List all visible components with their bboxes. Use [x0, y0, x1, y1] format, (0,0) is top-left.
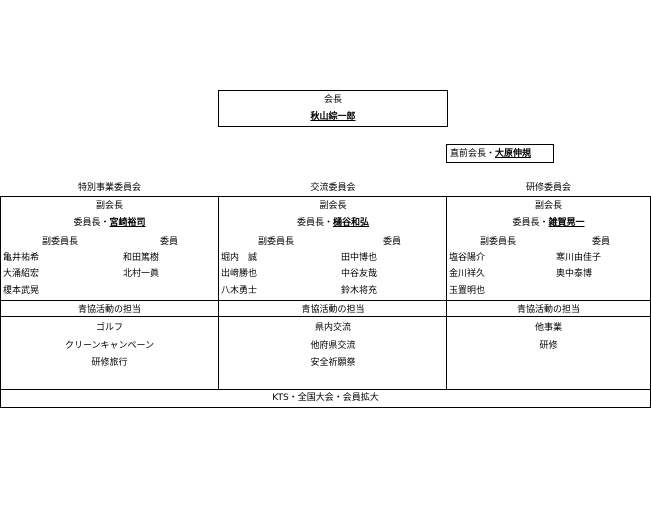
- member-1-2: 北村一眞: [123, 269, 160, 279]
- vice-chair-header-3: 副委員長: [480, 237, 517, 247]
- vice-president-label-2: 副会長: [319, 201, 347, 211]
- vice-chair-header-1: 副委員長: [42, 237, 79, 247]
- committee-title-2: 交流委員会: [310, 183, 356, 193]
- activity-3-2: 研修: [539, 341, 558, 351]
- vice-chair-3-3: 玉置明也: [449, 286, 486, 296]
- vice-chair-2-2: 出﨑勝也: [221, 269, 258, 279]
- activity-header-2: 青協活動の担当: [301, 305, 365, 315]
- member-2-2: 中谷友哉: [341, 269, 378, 279]
- member-header-3: 委員: [592, 237, 611, 247]
- activity-header-3: 青協活動の担当: [516, 305, 580, 315]
- chair-name-2: 樋谷和弘: [333, 218, 370, 228]
- member-2-1: 田中博也: [341, 253, 378, 263]
- vice-chair-2-3: 八木勇士: [221, 286, 258, 296]
- activity-1-3: 研修旅行: [91, 358, 128, 368]
- former-president-label: 直前会長・: [450, 149, 496, 159]
- footer-activities: KTS・全国大会・会員拡大: [272, 393, 379, 403]
- chair-name-1: 宮崎裕司: [109, 218, 146, 228]
- member-1-1: 和田篤樹: [123, 253, 160, 263]
- vice-chair-3-1: 塩谷陽介: [449, 253, 486, 263]
- chair-name-3: 雑賀晃一: [548, 218, 585, 228]
- vice-chair-2-1: 堀内 誠: [221, 253, 258, 263]
- member-2-3: 鈴木将充: [341, 286, 378, 296]
- vice-chair-1-1: 亀井祐希: [3, 253, 40, 263]
- vice-chair-3-2: 金川祥久: [449, 269, 486, 279]
- member-header-2: 委員: [383, 237, 402, 247]
- committee-title-3: 研修委員会: [525, 183, 571, 193]
- vice-president-label-1: 副会長: [95, 201, 123, 211]
- chair-label-3: 委員長・: [512, 218, 549, 228]
- vice-chair-header-2: 副委員長: [258, 237, 295, 247]
- activity-1-2: クリーンキャンペーン: [64, 341, 155, 351]
- vice-president-label-3: 副会長: [534, 201, 562, 211]
- activity-3-1: 他事業: [534, 323, 562, 333]
- activity-2-1: 県内交流: [314, 323, 351, 333]
- member-header-1: 委員: [160, 237, 179, 247]
- activity-header-1: 青協活動の担当: [77, 305, 141, 315]
- president-name: 秋山綜一郎: [310, 112, 356, 122]
- chair-label-2: 委員長・: [296, 218, 333, 228]
- chair-label-1: 委員長・: [73, 218, 110, 228]
- member-3-2: 奥中泰博: [556, 269, 593, 279]
- former-president-box: 直前会長・大原伸規: [446, 144, 554, 163]
- vice-chair-1-2: 大涌紹宏: [3, 269, 40, 279]
- former-president-name: 大原伸規: [495, 149, 532, 159]
- vice-chair-1-3: 榎本武晃: [3, 286, 40, 296]
- member-3-1: 寒川由佳子: [556, 253, 602, 263]
- activity-2-3: 安全祈願祭: [310, 358, 356, 368]
- activity-1-1: ゴルフ: [95, 323, 123, 333]
- president-title: 会長: [323, 95, 342, 105]
- president-box: 会長 秋山綜一郎: [218, 90, 448, 127]
- activity-2-2: 他府県交流: [310, 341, 356, 351]
- committee-title-1: 特別事業委員会: [77, 183, 141, 193]
